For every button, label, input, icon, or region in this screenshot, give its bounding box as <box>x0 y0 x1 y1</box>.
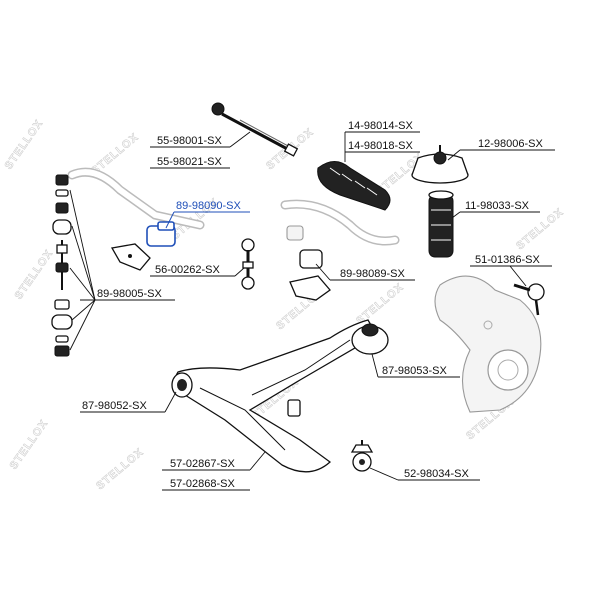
part-label-12-98006-sx: 12-98006-SX <box>478 138 543 150</box>
leader-lines <box>69 131 555 491</box>
part-label-56-00262-sx: 56-00262-SX <box>155 264 220 276</box>
stabilizer-bar-left <box>67 167 205 230</box>
steering-boot <box>317 161 391 211</box>
part-label-14-98014-sx: 14-98014-SX <box>348 120 413 132</box>
tie-rod-end <box>513 283 545 316</box>
part-label-51-01386-sx: 51-01386-SX <box>475 254 540 266</box>
part-label-57-02868-sx: 57-02868-SX <box>170 478 235 490</box>
part-number-labels: 55-98001-SX 55-98021-SX 14-98014-SX 14-9… <box>82 120 543 490</box>
ball-joint <box>350 440 374 472</box>
part-label-11-98033-sx: 11-98033-SX <box>465 200 530 212</box>
part-label-87-98053-sx: 87-98053-SX <box>382 365 447 377</box>
part-label-89-98005-sx: 89-98005-SX <box>97 288 162 300</box>
watermark: STELLOX <box>354 281 406 327</box>
part-label-55-98021-sx: 55-98021-SX <box>157 156 222 168</box>
stabilizer-bushing-highlight <box>146 221 176 247</box>
part-label-14-98018-sx: 14-98018-SX <box>348 140 413 152</box>
bushing-bracket-right <box>289 249 331 301</box>
watermark: STELLOX <box>8 418 51 472</box>
part-label-87-98052-sx: 87-98052-SX <box>82 400 147 412</box>
control-arm-bushing-rear <box>351 323 389 355</box>
steering-knuckle <box>434 275 542 413</box>
part-label-55-98001-sx: 55-98001-SX <box>157 135 222 147</box>
lower-control-arm <box>171 319 376 473</box>
watermark: STELLOX <box>13 248 56 302</box>
part-label-89-98089-sx: 89-98089-SX <box>340 268 405 280</box>
stabilizer-bar-center <box>280 199 400 246</box>
inner-tie-rod <box>211 102 299 157</box>
watermark: STELLOX <box>94 446 146 492</box>
watermark: STELLOX <box>514 206 566 252</box>
stabilizer-link <box>241 238 255 290</box>
part-label-52-98034-sx: 52-98034-SX <box>404 468 469 480</box>
watermark: STELLOX <box>3 118 46 172</box>
strut-boot <box>428 190 454 258</box>
bushing-bracket <box>110 243 151 271</box>
part-label-89-98090-sx: 89-98090-SX <box>176 200 241 212</box>
stabilizer-link-stack <box>51 174 73 357</box>
part-label-57-02867-sx: 57-02867-SX <box>170 458 235 470</box>
strut-mount <box>411 145 469 184</box>
